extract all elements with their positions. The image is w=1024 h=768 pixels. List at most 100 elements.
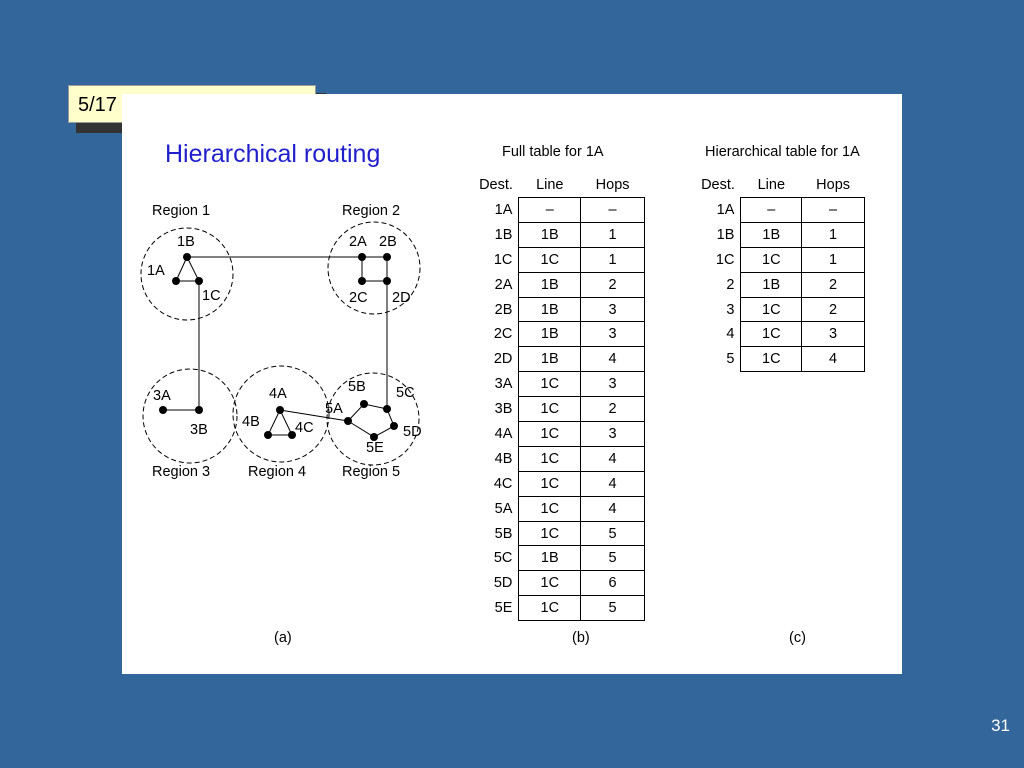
cell-line: 1C <box>518 520 582 547</box>
cell-dest: 1C <box>715 251 735 268</box>
header-dest: Dest. <box>479 177 513 194</box>
cell-line: 1C <box>740 321 803 348</box>
cell-hops: 4 <box>580 470 645 497</box>
cell-line: 1C <box>518 495 582 522</box>
figure-panel: Hierarchical routing <box>122 94 902 674</box>
cell-hops: – <box>580 197 645 223</box>
cell-line: 1C <box>518 421 582 447</box>
node-5b <box>360 400 368 408</box>
header-line: Line <box>757 177 786 193</box>
cell-dest: 5C <box>493 550 513 567</box>
cell-hops: 5 <box>580 520 645 547</box>
cell-dest: 2B <box>494 301 513 318</box>
node-label: 3A <box>153 388 171 404</box>
cell-line: 1C <box>518 470 582 497</box>
cell-hops: 2 <box>801 296 865 323</box>
node-1c <box>195 277 203 285</box>
cell-line: 1B <box>518 346 582 373</box>
cell-hops: 4 <box>580 495 645 522</box>
node-2d <box>383 277 391 285</box>
node-label: 4B <box>242 414 260 430</box>
node-4c <box>288 431 296 439</box>
node-label: 1C <box>202 288 221 304</box>
cell-dest: 2C <box>493 326 513 343</box>
region-4-circle <box>232 365 330 463</box>
cell-hops: 5 <box>580 545 645 572</box>
cell-hops: – <box>801 197 865 223</box>
node-5d <box>390 422 398 430</box>
cell-hops: 2 <box>801 271 865 298</box>
cell-dest: 1A <box>494 201 513 218</box>
cell-line: 1B <box>518 221 582 248</box>
header-hops: Hops <box>595 177 630 193</box>
link <box>279 409 349 422</box>
region-label: Region 2 <box>342 203 400 219</box>
cell-line: 1C <box>740 246 803 273</box>
slide-number: 31 <box>991 716 1010 735</box>
node-4b <box>264 431 272 439</box>
cell-line: 1C <box>740 296 803 323</box>
cell-line: 1C <box>518 570 582 597</box>
region-2-circle <box>327 221 421 315</box>
node-label: 1B <box>177 234 195 250</box>
cell-dest: 4C <box>493 475 513 492</box>
cell-dest: 3B <box>494 401 513 418</box>
cell-dest: 4B <box>494 450 513 467</box>
cell-line: 1C <box>518 396 582 423</box>
node-5e <box>370 433 378 441</box>
node-label: 5D <box>403 424 422 440</box>
cell-hops: 1 <box>580 221 645 248</box>
table-row: 1A–– <box>690 197 865 223</box>
table-header-row: Dest. Line Hops <box>690 173 865 198</box>
node-2c <box>358 277 366 285</box>
slide-title: Hierarchical routing <box>165 140 381 168</box>
cell-dest: 1B <box>716 226 735 243</box>
node-label: 5B <box>348 379 366 395</box>
node-label: 4A <box>269 386 287 402</box>
cell-line: 1B <box>740 271 803 298</box>
link <box>186 256 200 282</box>
cell-dest: 3A <box>494 376 513 393</box>
node-5c <box>383 405 391 413</box>
node-label: 3B <box>190 422 208 438</box>
cell-dest: 2A <box>494 276 513 293</box>
cell-line: 1B <box>518 296 582 323</box>
cell-dest: 2 <box>726 276 735 293</box>
node-1b <box>183 253 191 261</box>
node-label: 4C <box>295 420 314 436</box>
node-2b <box>383 253 391 261</box>
cell-hops: 4 <box>580 346 645 373</box>
cell-dest: 1A <box>716 201 735 218</box>
header-hops: Hops <box>816 177 851 193</box>
node-2a <box>358 253 366 261</box>
header-dest: Dest. <box>701 177 735 194</box>
cell-dest: 5 <box>726 351 735 368</box>
cell-dest: 1C <box>493 251 513 268</box>
cell-dest: 1B <box>494 226 513 243</box>
caption-a: (a) <box>274 630 292 646</box>
cell-hops: 2 <box>580 396 645 423</box>
cell-dest: 5B <box>494 525 513 542</box>
table-row: 1A–– <box>467 197 645 223</box>
region-5-circle <box>326 372 420 466</box>
cell-hops: 1 <box>801 246 865 273</box>
